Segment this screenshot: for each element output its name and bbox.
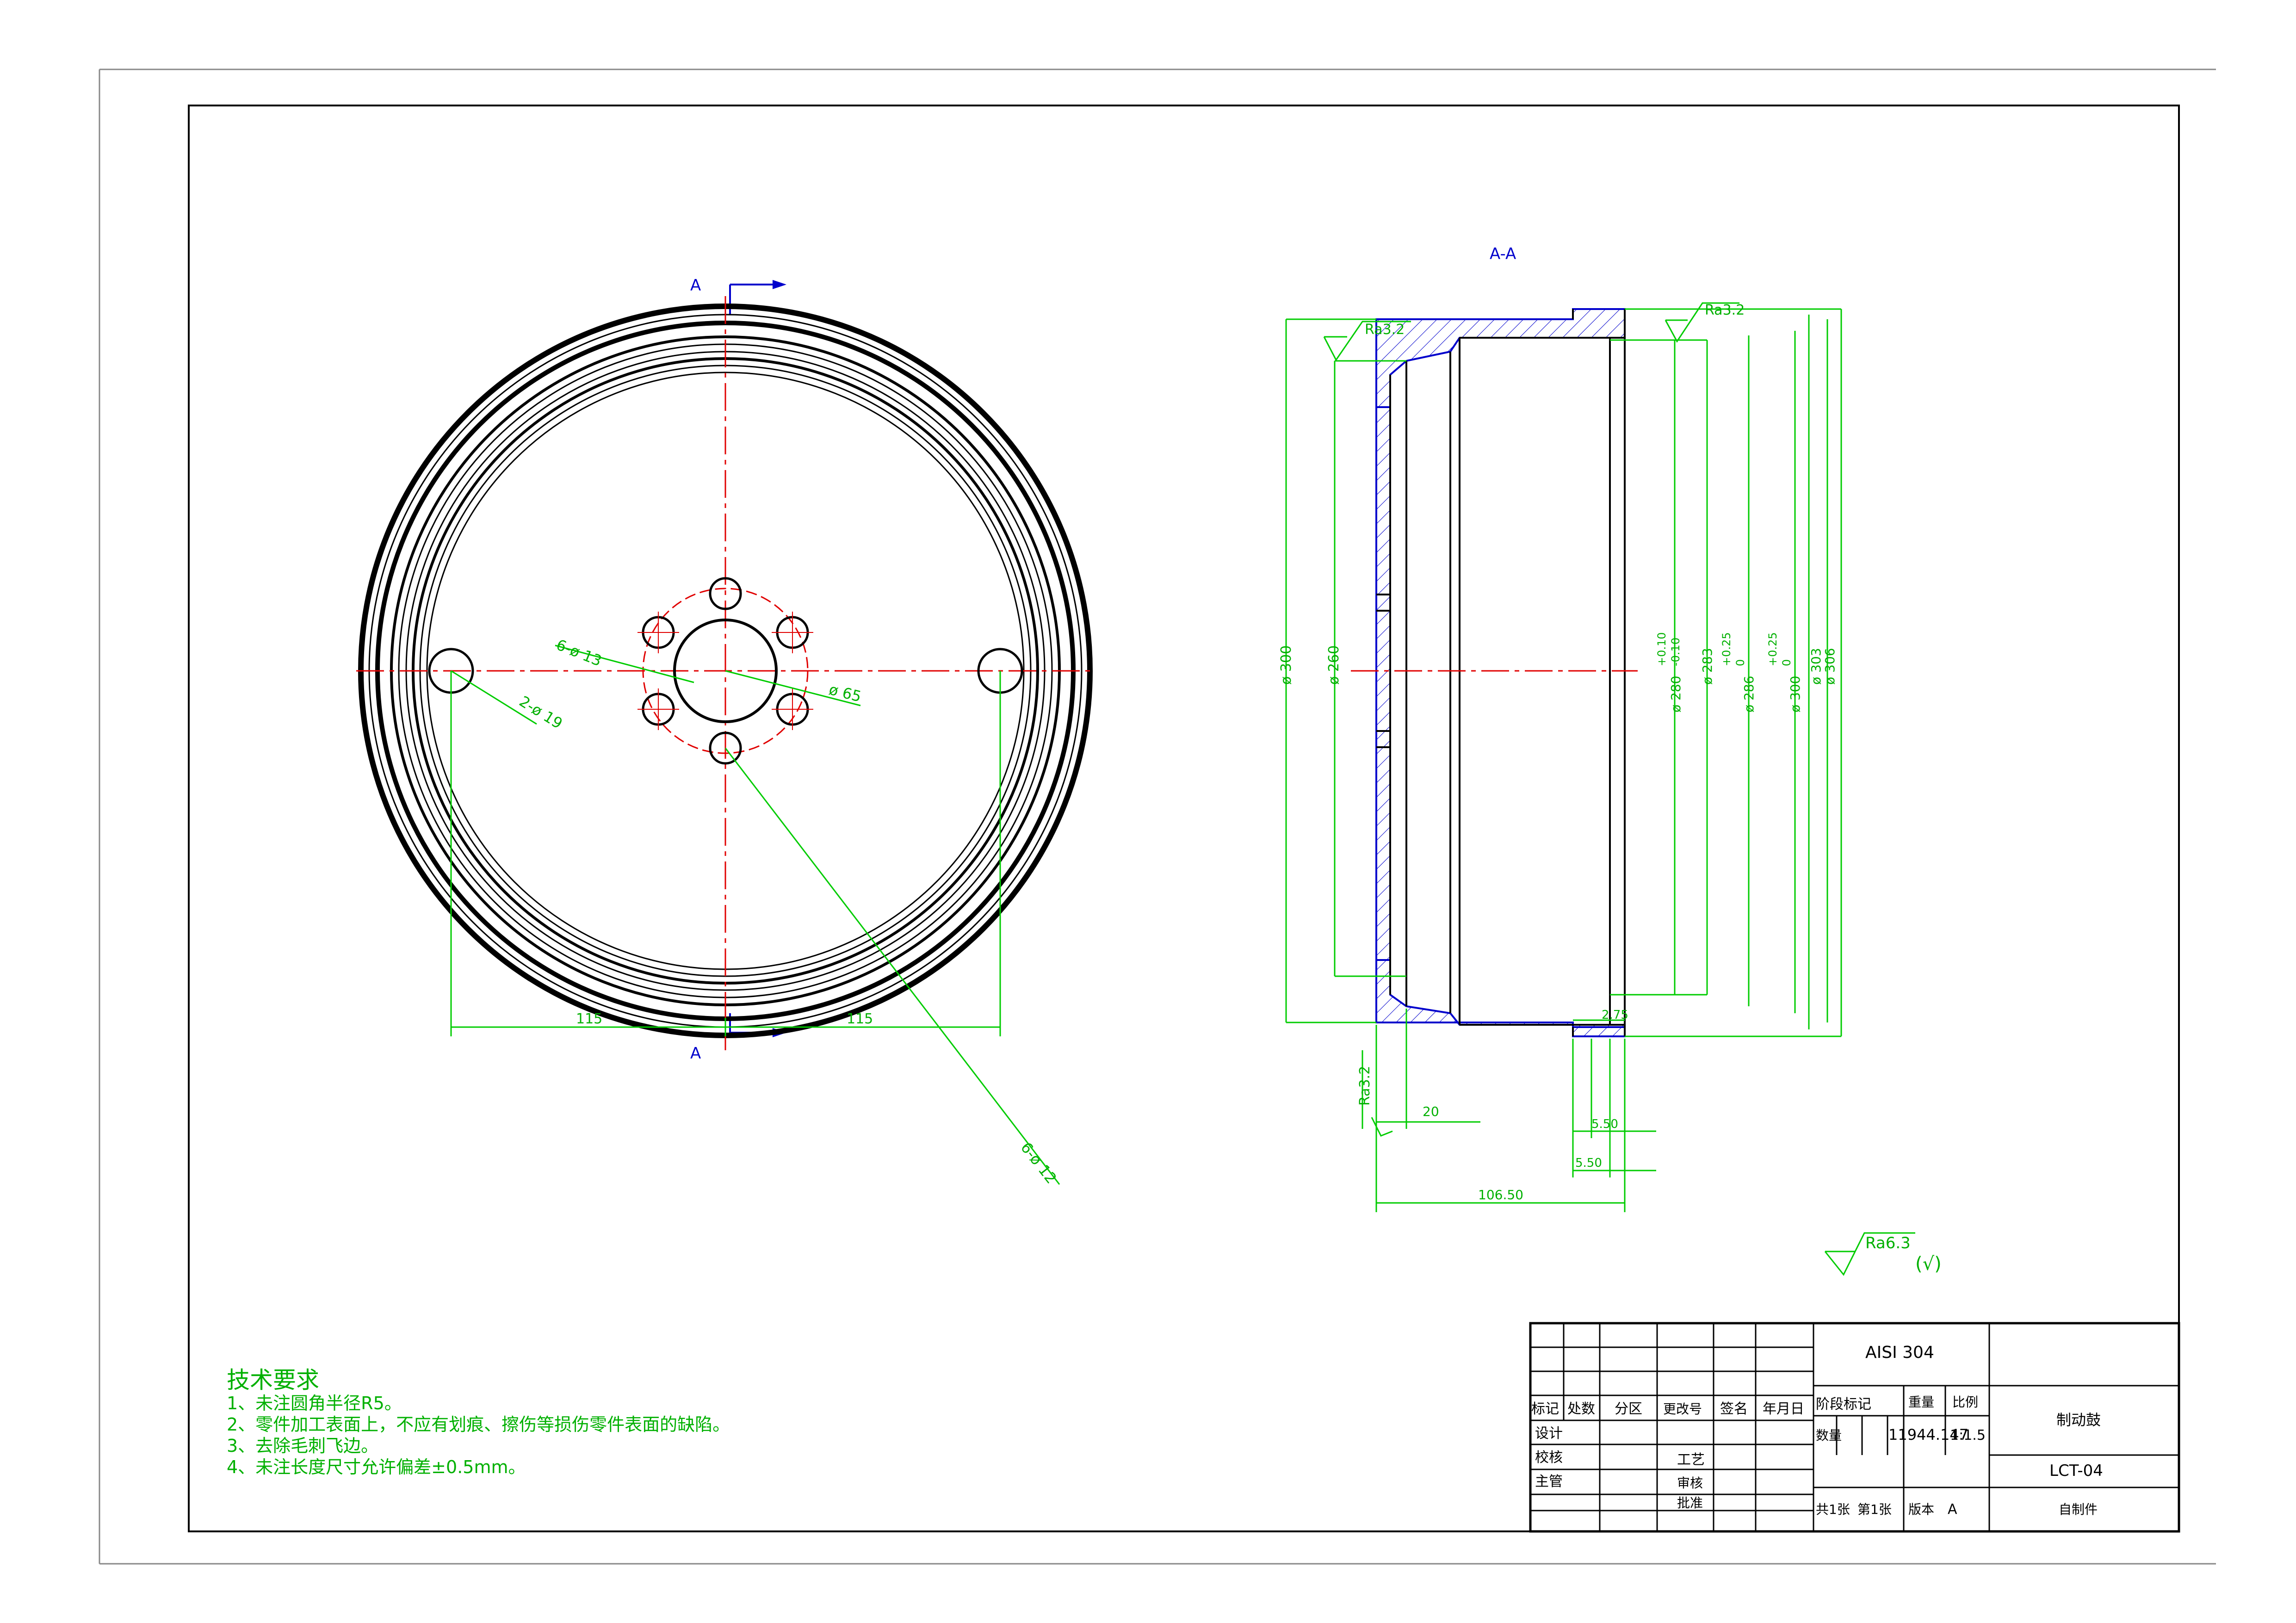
dim-d286-tol-upper: +0.25 (1720, 632, 1733, 666)
dim-d260: ø 260 (1326, 645, 1342, 685)
outer-border (99, 68, 2216, 1565)
ra-general: Ra6.3 (1865, 1234, 1911, 1252)
roughness-symbol-top-left: Ra3.2 (1323, 321, 1411, 361)
section-view-title: A-A (1490, 245, 1516, 263)
dim-pilot-holes: 2-ø 19 (516, 693, 566, 732)
bolt-hole (709, 577, 742, 610)
scale-label: 比例 (1952, 1394, 1978, 1410)
section-length-dims (1375, 1009, 1656, 1212)
title-block: AISI 304 标记 处数 分区 更改号 签名 年月日 阶段标记 重量 比例 … (1529, 1322, 2180, 1533)
hub-bore (673, 619, 778, 723)
weight-label: 重量 (1908, 1394, 1934, 1410)
sheet-no: 第1张 (1857, 1502, 1892, 1517)
hdr-count: 处数 (1567, 1401, 1595, 1417)
dim-d283: ø 283 (1700, 648, 1715, 685)
front-view: A A (356, 276, 1094, 1187)
dim-d303: ø 303 (1808, 648, 1824, 685)
dim-l20: 20 (1423, 1104, 1439, 1119)
dim-d286: ø 286 (1741, 676, 1757, 712)
dim-d300b-tol-lower: 0 (1780, 659, 1793, 666)
ra-top-left: Ra3.2 (1365, 322, 1405, 338)
hdr-change-no: 更改号 (1663, 1401, 1702, 1417)
version-label: 版本 (1908, 1502, 1934, 1517)
version-value: A (1948, 1501, 1957, 1518)
bolt-hole (709, 731, 742, 765)
dim-right-offset: 115 (847, 1011, 873, 1027)
hatched-wall-back (1375, 406, 1391, 961)
roughness-symbol-general: Ra6.3 (√) (1824, 1232, 1942, 1276)
tech-item: 3、去除毛刺飞边。 (227, 1436, 378, 1456)
ra-top-right: Ra3.2 (1705, 302, 1745, 318)
section-diameter-dims (1285, 308, 1842, 1037)
roughness-symbol-top-right: Ra3.2 (1665, 302, 1745, 343)
dim-d306: ø 306 (1822, 648, 1838, 685)
tech-item: 1、未注圆角半径R5。 (227, 1393, 402, 1413)
stage-mark: 阶段标记 (1816, 1396, 1871, 1412)
part-name: 制动鼓 (2056, 1411, 2101, 1429)
sheets-total: 共1张 (1816, 1502, 1850, 1517)
scale-value: 1:1.5 (1950, 1427, 1986, 1443)
section-inner-lines (1376, 309, 1626, 1036)
dim-left-offset: 115 (576, 1011, 602, 1027)
tech-item: 4、未注长度尺寸允许偏差±0.5mm。 (227, 1457, 526, 1477)
dim-d280: ø 280 (1668, 676, 1683, 712)
dim-d286-tol-lower: 0 (1734, 659, 1747, 666)
dim-l5a: 5.50 (1591, 1117, 1618, 1131)
roughness-symbol-bottom-left: Ra3.2 (1357, 1050, 1393, 1137)
hatched-wall-top (1375, 308, 1626, 408)
tech-item: 2、零件加工表面上，不应有划痕、擦伤等损伤零件表面的缺陷。 (227, 1414, 730, 1435)
dim-l5b: 5.50 (1575, 1156, 1602, 1170)
dim-bolt-holes: 6-ø 13 (554, 636, 604, 670)
hdr-date: 年月日 (1763, 1401, 1804, 1417)
dim-l2: 2.75 (1602, 1008, 1628, 1022)
hdr-zone: 分区 (1615, 1401, 1642, 1417)
section-view: A-A (1278, 245, 1942, 1276)
dim-l106: 106.50 (1478, 1187, 1523, 1202)
bolt-circle-line (642, 588, 809, 754)
supervisor-label: 主管 (1535, 1474, 1563, 1490)
dim-d280-tol-upper: +0.10 (1655, 632, 1668, 666)
dim-d300b: ø 300 (1788, 676, 1803, 712)
dim-leader-holes: 6-ø 12 (1017, 1139, 1060, 1187)
inner-frame (188, 105, 2180, 1532)
section-marker-top: A (690, 276, 786, 315)
ra-bottom-left: Ra3.2 (1357, 1066, 1373, 1106)
design-label: 设计 (1535, 1425, 1563, 1442)
dim-d280-tol-lower: -0.10 (1669, 638, 1682, 666)
origin: 自制件 (2059, 1502, 2098, 1517)
review-label: 审核 (1677, 1475, 1703, 1491)
process-label: 工艺 (1677, 1452, 1705, 1468)
dim-bolt-circle: ø 65 (827, 681, 863, 706)
dim-d300: ø 300 (1278, 645, 1294, 685)
hdr-sign: 签名 (1720, 1401, 1748, 1417)
tech-title: 技术要求 (227, 1367, 319, 1394)
check-label: 校核 (1535, 1450, 1563, 1466)
hdr-mark: 标记 (1531, 1401, 1559, 1417)
section-label-top: A (690, 276, 701, 295)
material: AISI 304 (1865, 1343, 1934, 1362)
approve-label: 批准 (1677, 1495, 1703, 1511)
bolt-holes (637, 577, 813, 765)
section-label-bottom: A (690, 1044, 701, 1063)
weight-value: 11944.147 (1888, 1426, 1968, 1443)
front-dimensions (450, 644, 1060, 1185)
quantity-label: 数量 (1816, 1428, 1842, 1443)
drawing-no: LCT-04 (2049, 1462, 2103, 1480)
tech-requirements: 技术要求 1、未注圆角半径R5。 2、零件加工表面上，不应有划痕、擦伤等损伤零件… (227, 1367, 730, 1477)
ra-general-suffix: (√) (1915, 1253, 1942, 1275)
dim-d300b-tol-upper: +0.25 (1766, 632, 1779, 666)
